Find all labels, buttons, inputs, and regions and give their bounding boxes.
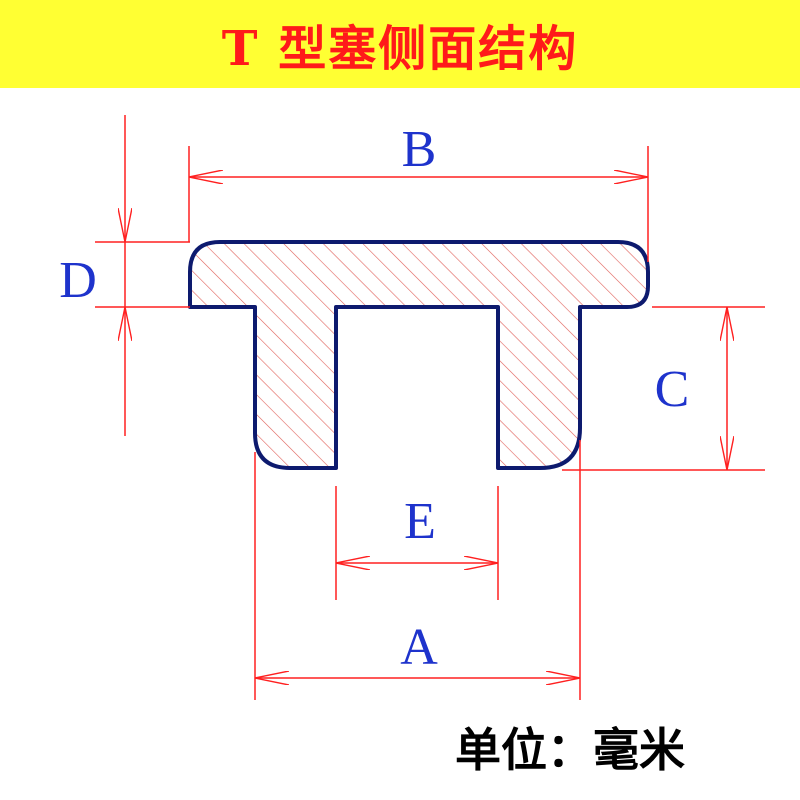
dimension-label-e: E <box>404 493 436 550</box>
title-bar: T 型塞侧面结构 <box>0 0 800 88</box>
dimension-label-b: B <box>402 121 437 178</box>
extension-lines <box>95 146 765 700</box>
dimension-label-d: D <box>59 252 97 309</box>
dimension-label-c: C <box>655 361 690 418</box>
t-plug-profile <box>188 240 650 470</box>
page-title: T 型塞侧面结构 <box>221 21 579 77</box>
dimension-label-a: A <box>400 619 438 676</box>
unit-note: 单位：毫米 <box>455 723 685 777</box>
